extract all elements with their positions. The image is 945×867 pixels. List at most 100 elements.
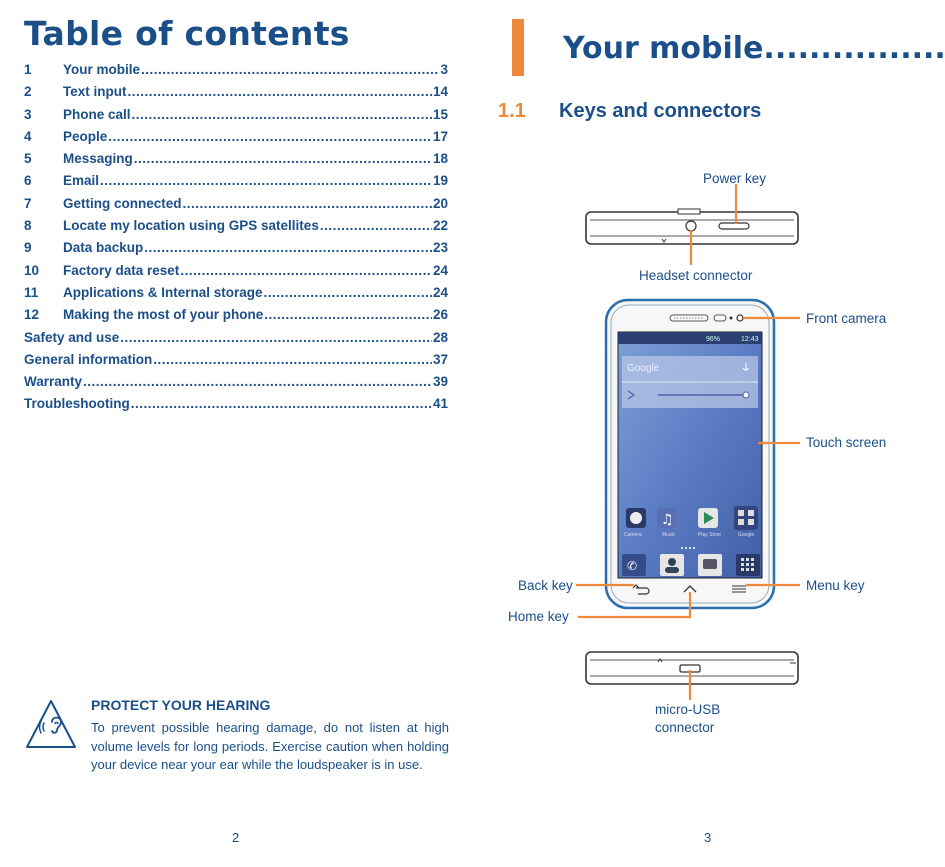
toc-entry-leader — [153, 352, 432, 367]
toc-entry-label: Text input — [63, 84, 127, 100]
toc-entry-label: Making the most of your phone — [63, 307, 264, 323]
toc-entry[interactable]: 8 Locate my location using GPS satellites… — [24, 218, 448, 240]
svg-text:Google: Google — [738, 532, 754, 538]
hearing-warning-text: To prevent possible hearing damage, do n… — [91, 720, 449, 772]
toc-entry-label: Troubleshooting — [24, 396, 130, 412]
toc-entry-label: People — [63, 128, 108, 144]
toc-entry-label: Factory data reset — [63, 262, 180, 278]
hearing-warning-title: PROTECT YOUR HEARING — [91, 697, 271, 713]
label-menu-key: Menu key — [806, 578, 865, 593]
toc-entry[interactable]: 6Email19 — [24, 173, 448, 195]
svg-text:✆: ✆ — [627, 559, 637, 573]
toc-entry-label: General information — [24, 351, 153, 367]
status-time: 12:43 — [741, 336, 759, 343]
svg-text:Camera: Camera — [624, 532, 642, 538]
toc-entry-page: 24 — [432, 284, 448, 300]
toc-entry-label: Locate my location using GPS satellites — [63, 218, 319, 234]
toc-entry-number: 1 — [24, 62, 32, 77]
toc-entry[interactable]: 5 Messaging 18 — [24, 151, 448, 173]
toc-entry[interactable]: 7 Getting connected 20 — [24, 196, 448, 218]
status-battery: 96% — [706, 336, 720, 343]
toc-entry-label: Messaging — [63, 151, 133, 167]
toc-entry-number: 12 — [24, 307, 40, 323]
brightness-icon — [627, 390, 636, 400]
toc-entry-number: 3 — [24, 106, 32, 122]
hearing-warning-icon — [26, 700, 76, 748]
toc-entry-leader — [264, 307, 432, 322]
label-touch-screen: Touch screen — [806, 435, 887, 450]
toc-entry-leader — [264, 285, 432, 300]
toc-entry-label: Getting connected — [63, 195, 182, 211]
music-app-icon — [657, 508, 677, 528]
toc-entry-number: 2 — [24, 84, 32, 100]
home-key-icon — [683, 585, 697, 593]
label-home-key: Home key — [508, 609, 569, 624]
svg-text:Music: Music — [662, 532, 676, 538]
toc-entry-leader — [132, 107, 432, 122]
toc-entry[interactable]: 12 Making the most of your phone 26 — [24, 307, 448, 329]
toc-entry-number: 4 — [24, 128, 32, 144]
toc-entry-page: 20 — [432, 195, 448, 211]
chapter-accent-bar — [512, 19, 524, 76]
phone-diagram: 96% 12:43 Google ♫ Camera Music Play Sto… — [576, 184, 800, 700]
toc-entry-page: 15 — [432, 106, 448, 122]
toc-entry-leader — [131, 396, 432, 411]
toc-entry-number: 7 — [24, 195, 32, 211]
label-micro-usb-line1: micro-USB — [655, 702, 721, 717]
toc-entry-number: 8 — [24, 218, 32, 234]
toc-entry[interactable]: 11 Applications & Internal storage 24 — [24, 285, 448, 307]
google-folder-icon — [734, 506, 758, 530]
phone-bottom-view — [585, 651, 799, 685]
label-front-camera: Front camera — [806, 311, 887, 326]
toc-entry[interactable]: General information 37 — [24, 352, 448, 374]
section-title: Keys and connectors — [559, 100, 762, 122]
toc-title: Table of contents — [24, 14, 350, 53]
toc-entry[interactable]: 2 Text input 14 — [24, 84, 448, 106]
toc-entry-page: 24 — [432, 262, 448, 278]
back-key-icon — [636, 587, 650, 595]
page-number-left: 2 — [232, 830, 240, 845]
toc-entry-page: 41 — [432, 396, 448, 412]
label-headset-connector: Headset connector — [639, 268, 753, 283]
toc-entry[interactable]: 4 People 17 — [24, 129, 448, 151]
toc-entry-number: 6 — [24, 173, 32, 189]
toc-entry-page: 18 — [432, 151, 448, 167]
toc-entry[interactable]: Safety and use28 — [24, 330, 448, 352]
label-back-key: Back key — [518, 578, 573, 593]
dock-phone-icon — [622, 554, 646, 576]
toc-entry-label: Applications & Internal storage — [63, 284, 263, 300]
toc-entry[interactable]: 10 Factory data reset 24 — [24, 263, 448, 285]
toc-entry-leader — [83, 374, 432, 389]
toc-entry-page: 37 — [432, 351, 448, 367]
toc-entry-leader — [128, 84, 432, 99]
search-brand: Google — [627, 363, 660, 374]
toc-entry-number: 10 — [24, 262, 40, 278]
label-micro-usb-line2: connector — [655, 720, 715, 735]
page-number-right: 3 — [704, 830, 712, 845]
toc-entry-page: 14 — [432, 84, 448, 100]
toc-entry-page: 17 — [432, 128, 448, 144]
chapter-title: Your mobile.................. — [563, 31, 945, 66]
toc-entry-label: Your mobile — [63, 62, 141, 77]
toc-entry[interactable]: 1 Your mobile 3 — [24, 62, 448, 84]
section-number: 1.1 — [498, 100, 526, 122]
toc-entry[interactable]: Troubleshooting 41 — [24, 396, 448, 418]
toc-entry-leader — [120, 330, 432, 345]
mic-icon — [742, 363, 750, 371]
toc-entry[interactable]: Warranty39 — [24, 374, 448, 396]
svg-text:♫: ♫ — [661, 512, 674, 528]
toc-entry-number: 9 — [24, 240, 32, 256]
toc-entry-page: 26 — [432, 307, 448, 323]
svg-text:Play Store: Play Store — [698, 532, 721, 538]
toc-entry-page: 39 — [432, 374, 448, 390]
toc-entry-page: 3 — [440, 62, 448, 77]
toc-entry-leader — [108, 129, 432, 144]
toc-entry-number: 11 — [24, 284, 39, 300]
toc-entry-number: 5 — [24, 151, 32, 167]
toc-entry-label: Data backup — [63, 240, 144, 256]
menu-key-icon — [732, 585, 746, 593]
toc-entry-label: Email — [63, 173, 100, 189]
